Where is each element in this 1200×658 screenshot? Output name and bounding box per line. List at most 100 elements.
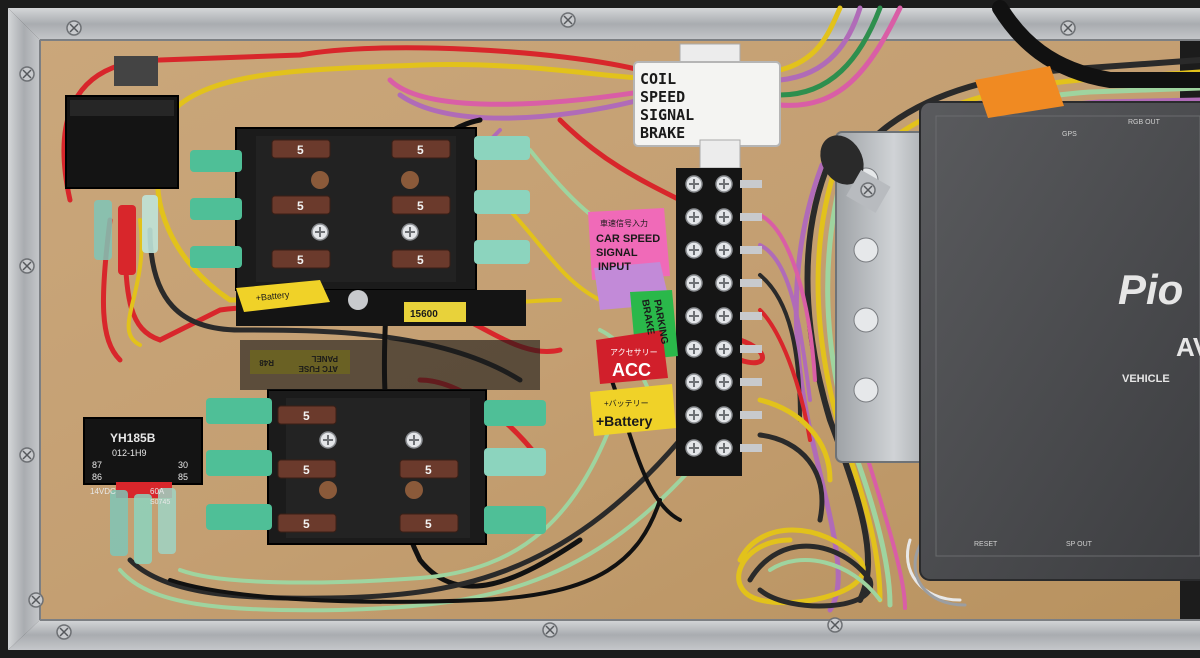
fuse: 5: [277, 459, 337, 479]
terminal-screw: [685, 241, 703, 259]
terminal-screw: [715, 373, 733, 391]
fuse: 5: [391, 195, 451, 215]
relay-model: YH185B: [110, 431, 156, 445]
fuse-rating: 5: [303, 409, 310, 423]
relay-code: 012-1H9: [112, 448, 147, 458]
unit-port-rgb: RGB OUT: [1128, 119, 1161, 126]
relay-serial: S0745: [150, 499, 170, 506]
fuse: 5: [271, 249, 331, 269]
fuse-rating: 5: [417, 253, 424, 267]
relay-pin-87: 87: [92, 460, 102, 470]
tag-car-speed-jp: 車速信号入力: [600, 218, 648, 228]
relay-pin-85: 85: [178, 472, 188, 482]
tag-car-speed: [588, 208, 670, 280]
fuse-rating: 5: [297, 199, 304, 213]
fuses: 5 5 5 5 5 5 5 5 5 5 5: [271, 139, 459, 533]
terminal-screw: [715, 241, 733, 259]
unit-sub: VEHICLE: [1122, 373, 1170, 385]
terminal-lug: [740, 312, 762, 320]
terminal-screw: [685, 307, 703, 325]
terminal-screw: [685, 439, 703, 457]
fuse-panel-line1: ATC FUSE: [298, 364, 338, 373]
terminal-screw: [685, 340, 703, 358]
fuse-rating: 5: [297, 143, 304, 157]
terminal-strip-screws: [685, 175, 762, 457]
unit-print: Pio AV VEHICLE GPS RGB OUT RESET SP OUT: [974, 119, 1200, 548]
fuse-panel-part-no: 15600: [410, 309, 438, 320]
relay-pin-30: 30: [178, 460, 188, 470]
upper-block-terminals: [190, 136, 530, 268]
terminal-screw: [715, 274, 733, 292]
relay-print: YH185B 012-1H9 87 30 86 85 14VDC 60A S07…: [90, 431, 188, 506]
tag-acc-text: ACC: [612, 360, 651, 380]
terminal-lug: [740, 246, 762, 254]
fuse: 5: [271, 139, 331, 159]
terminal-screw: [685, 274, 703, 292]
tag-car-speed-line1: CAR SPEED: [596, 233, 660, 245]
fuse: 5: [399, 513, 459, 533]
terminal-screw: [715, 175, 733, 193]
fuse-rating: 5: [303, 463, 310, 477]
fuse: 5: [399, 459, 459, 479]
white-molex-connector: [633, 43, 781, 169]
tag-battery-text: +Battery: [596, 413, 653, 429]
lower-block-terminals: [206, 398, 546, 534]
tag-acc: [596, 330, 668, 384]
terminal-screw: [685, 175, 703, 193]
relay-voltage: 14VDC: [90, 487, 116, 496]
fuse: 5: [277, 513, 337, 533]
fuse: 5: [391, 249, 451, 269]
connector-label-signal: SIGNAL: [640, 106, 694, 124]
pioneer-unit: [835, 101, 1200, 581]
fuse-rating: 5: [425, 517, 432, 531]
fuse: 5: [277, 405, 337, 425]
relay-pin-86: 86: [92, 472, 102, 482]
terminal-lug: [740, 378, 762, 386]
fuse-rating: 5: [425, 463, 432, 477]
connector-label-brake: BRAKE: [640, 124, 685, 142]
unit-port-reset: RESET: [974, 541, 998, 548]
fuse: 5: [391, 139, 451, 159]
unit-port-gps: GPS: [1062, 131, 1077, 138]
terminal-screw: [715, 208, 733, 226]
terminal-lug: [740, 345, 762, 353]
lower-relay: [83, 417, 203, 498]
tag-battery-top: [236, 280, 368, 312]
terminal-screw: [685, 373, 703, 391]
fuse-rating: 5: [417, 143, 424, 157]
terminal-screw: [715, 340, 733, 358]
fuse: 5: [271, 195, 331, 215]
tag-car-speed-line2: SIGNAL: [596, 247, 638, 259]
terminal-lug: [740, 444, 762, 452]
terminal-lug: [740, 213, 762, 221]
unit-model: AV: [1176, 332, 1200, 362]
tag-orange: [975, 66, 1064, 118]
terminal-lug: [740, 279, 762, 287]
terminal-screw: [715, 439, 733, 457]
cable-clamp: [820, 135, 891, 213]
top-relay: [65, 56, 179, 189]
fuse-rating: 5: [297, 253, 304, 267]
unit-brand: Pio: [1118, 266, 1183, 313]
fuse-panel-text: 15600 ATC FUSE PANEL R48: [259, 309, 438, 373]
terminal-lug: [740, 180, 762, 188]
fuse-panel-line3: R48: [259, 358, 274, 367]
lower-relay-connectors: [110, 488, 176, 564]
terminal-screw: [685, 406, 703, 424]
fuse-rating: 5: [303, 517, 310, 531]
connector-label-speed: SPEED: [640, 88, 685, 106]
terminal-lug: [740, 411, 762, 419]
tag-acc-jp: アクセサリー: [610, 348, 658, 357]
tag-battery-top-text: +Battery: [255, 289, 290, 303]
tag-battery-jp: +バッテリー: [604, 399, 649, 408]
aluminum-frame: [8, 8, 1200, 650]
terminal-screw: [715, 307, 733, 325]
relay-top-connectors: [94, 195, 158, 275]
relay-current: 60A: [150, 487, 165, 496]
fuse-panel-line2: PANEL: [311, 354, 338, 363]
connector-handwriting: COIL SPEED SIGNAL BRAKE: [640, 70, 694, 142]
unit-port-sp: SP OUT: [1066, 541, 1093, 548]
terminal-screw: [715, 406, 733, 424]
